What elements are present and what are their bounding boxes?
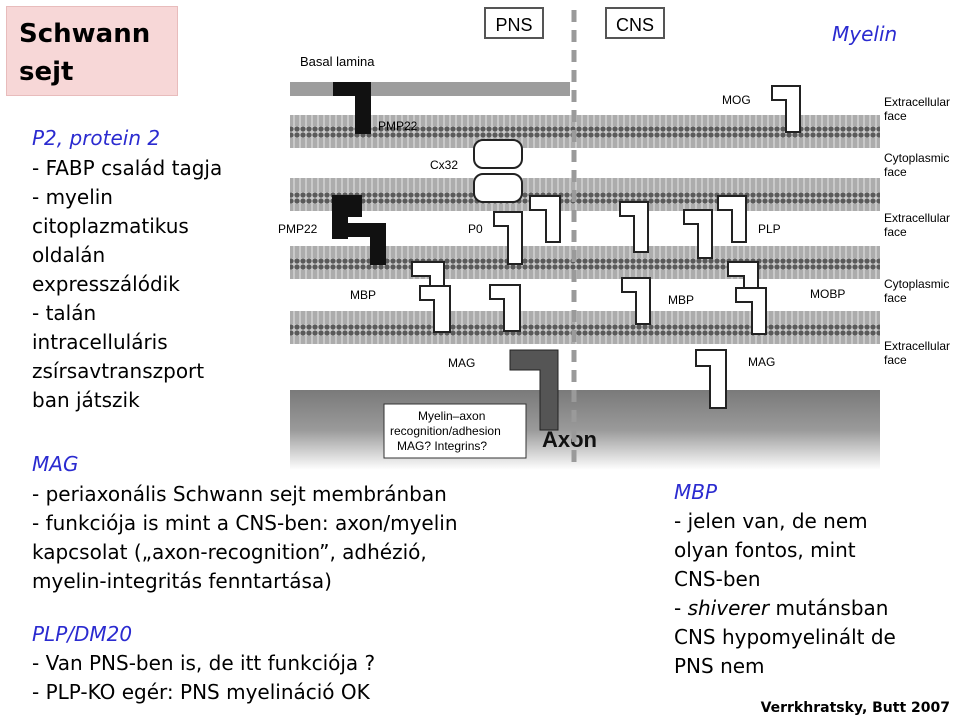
mag-line: myelin-integritás fenntartása) xyxy=(32,569,332,593)
face-label: face xyxy=(884,109,907,123)
p0-label: P0 xyxy=(468,222,483,236)
shiverer-word: shiverer xyxy=(687,596,770,620)
mbp-left-label: MBP xyxy=(350,288,376,302)
mag-line: - funkciója is mint a CNS-ben: axon/myel… xyxy=(32,511,458,535)
cns-label: CNS xyxy=(616,15,654,35)
mag-right-label: MAG xyxy=(748,355,775,369)
title-line-2: sejt xyxy=(19,57,74,87)
recognition-line: Myelin–axon xyxy=(418,409,485,423)
pmp22-protein xyxy=(348,223,386,265)
plp-title: PLP/DM20 xyxy=(32,622,133,646)
p2-line: - myelin xyxy=(32,185,113,209)
face-label: face xyxy=(884,165,907,179)
cx32-protein xyxy=(473,173,523,203)
p2-line: intracelluláris xyxy=(32,330,168,354)
shiverer-rest: mutánsban xyxy=(769,596,889,620)
pns-box xyxy=(484,7,544,39)
myelin-header: Myelin xyxy=(832,22,898,46)
mag-line: - periaxonális Schwann sejt membránban xyxy=(32,482,447,506)
pmp22-left-label: PMP22 xyxy=(278,222,318,236)
mbp-line-dash: - xyxy=(674,596,688,620)
mbp-line: CNS-ben xyxy=(674,567,761,591)
plp-line: - Van PNS-ben is, de itt funkciója ? xyxy=(32,651,376,675)
cx32-protein xyxy=(473,139,523,169)
mag-protein xyxy=(695,349,727,409)
title-box: Schwann sejt xyxy=(6,6,178,96)
p2-line: - talán xyxy=(32,301,97,325)
p2-line: ban játszik xyxy=(32,388,140,412)
mag-line: kapcsolat („axon-recognition”, adhézió, xyxy=(32,540,427,564)
pns-label: PNS xyxy=(495,15,532,35)
p2-line: expresszálódik xyxy=(32,272,180,296)
p2-line: - FABP család tagja xyxy=(32,156,223,180)
mbp-line: olyan fontos, mint xyxy=(674,538,856,562)
p0-protein xyxy=(529,195,561,243)
mog-protein xyxy=(771,85,801,133)
mag-protein xyxy=(509,349,559,431)
face-label: face xyxy=(884,291,907,305)
plp-protein xyxy=(619,201,649,253)
mbp-right-label: MBP xyxy=(668,293,694,307)
plp-line: - PLP-KO egér: PNS myelináció OK xyxy=(32,680,370,704)
pmp22-protein xyxy=(333,82,371,134)
p2-line: oldalán xyxy=(32,243,106,267)
p2-line: citoplazmatikus xyxy=(32,214,189,238)
axon-label: Axon xyxy=(542,427,597,452)
mbp-title: MBP xyxy=(674,480,718,504)
plp-protein xyxy=(717,195,747,243)
face-label: Extracellular xyxy=(884,95,950,109)
membrane-bilayer xyxy=(290,246,880,279)
mbp-protein xyxy=(411,261,445,289)
axon-body xyxy=(290,390,880,470)
basal-lamina-label: Basal lamina xyxy=(300,54,375,69)
mbp-protein xyxy=(727,261,759,289)
membrane-bilayer xyxy=(290,115,880,148)
recognition-box xyxy=(383,403,527,459)
face-label: Extracellular xyxy=(884,339,950,353)
p2-line: zsírsavtranszport xyxy=(32,359,205,383)
mag-left-label: MAG xyxy=(448,356,475,370)
mbp-line: PNS nem xyxy=(674,654,765,678)
mbp-line: CNS hypomyelinált de xyxy=(674,625,896,649)
face-label: face xyxy=(884,353,907,367)
basal-lamina xyxy=(290,82,570,96)
pmp22-top-label: PMP22 xyxy=(378,119,418,133)
plp-label: PLP xyxy=(758,222,781,236)
pmp22-protein xyxy=(332,195,362,239)
membrane-bilayer xyxy=(290,311,880,344)
recognition-line: MAG? Integrins? xyxy=(397,439,487,453)
mbp-protein xyxy=(621,277,651,325)
credit: Verrkhratsky, Butt 2007 xyxy=(760,700,950,716)
title-line-1: Schwann xyxy=(19,19,151,49)
recognition-line: recognition/adhesion xyxy=(390,424,501,438)
face-label: face xyxy=(884,225,907,239)
plp-protein xyxy=(683,209,713,259)
face-label: Cytoplasmic xyxy=(884,277,949,291)
cx32-label: Cx32 xyxy=(430,158,458,172)
mog-label: MOG xyxy=(722,93,751,107)
cns-box xyxy=(605,7,665,39)
mbp-protein xyxy=(735,287,767,335)
p0-protein xyxy=(493,211,523,265)
mobp-label: MOBP xyxy=(810,287,845,301)
mbp-line: - shiverer mutánsban xyxy=(674,596,888,620)
mbp-protein xyxy=(489,284,521,332)
membrane-bilayer xyxy=(290,178,880,211)
mbp-protein xyxy=(419,285,451,333)
mag-title: MAG xyxy=(32,452,79,476)
mbp-line: - jelen van, de nem xyxy=(674,509,868,533)
p2-title: P2, protein 2 xyxy=(32,126,161,150)
face-label: Extracellular xyxy=(884,211,950,225)
face-label: Cytoplasmic xyxy=(884,151,949,165)
